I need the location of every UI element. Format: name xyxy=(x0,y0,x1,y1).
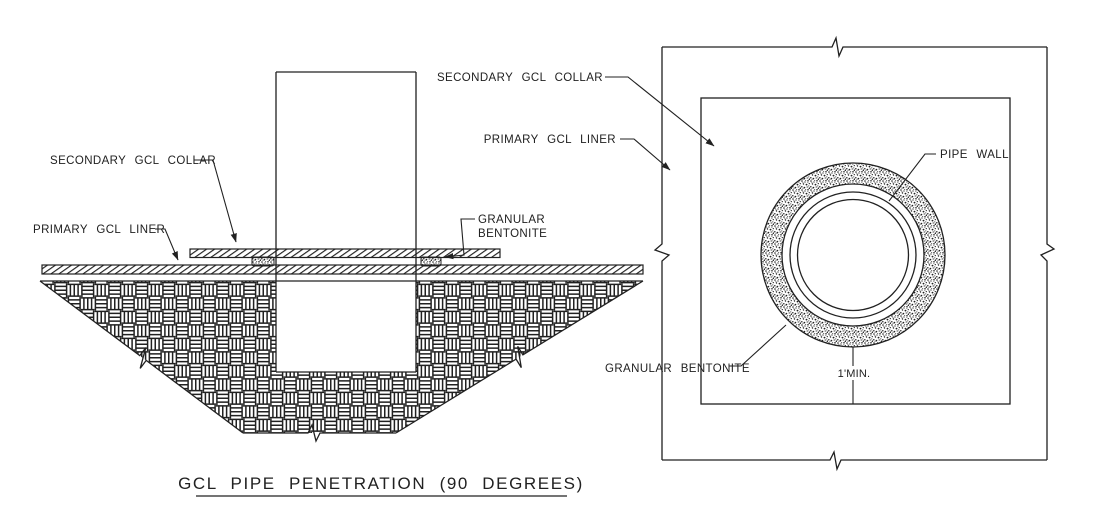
label-pipe-wall: PIPE WALL xyxy=(940,149,1009,161)
bentonite-blob-left xyxy=(251,256,275,267)
label-dimension-min: 1'MIN. xyxy=(838,368,871,380)
label-secondary-gcl-collar-plan: SECONDARY GCL COLLAR xyxy=(437,72,603,84)
bentonite-blob-right xyxy=(420,256,442,267)
label-primary-gcl-liner: PRIMARY GCL LINER xyxy=(33,224,165,236)
label-granular-bentonite-plan: GRANULAR BENTONITE xyxy=(605,363,750,375)
dimension-text-mask xyxy=(832,366,876,380)
label-secondary-gcl-collar: SECONDARY GCL COLLAR xyxy=(50,155,216,167)
label-granular-line1: GRANULAR xyxy=(478,214,545,226)
secondary-gcl-collar-strip xyxy=(189,248,501,259)
leader-primary-liner xyxy=(155,228,179,261)
detail-title: GCL PIPE PENETRATION (90 DEGREES) xyxy=(178,474,584,493)
label-granular-line2: BENTONITE xyxy=(478,228,547,240)
leader-granular-bentonite-plan xyxy=(729,324,787,367)
leader-primary-liner-plan xyxy=(620,138,671,171)
plan-view: 1'MIN. SECONDARY GCL COLLAR PRIMARY GCL … xyxy=(437,35,1056,472)
primary-gcl-liner-strip xyxy=(41,264,644,275)
pipe-wall-inner-circle xyxy=(796,198,910,312)
pipe-trench-hole xyxy=(276,281,416,372)
leader-secondary-collar xyxy=(194,159,237,243)
leader-granular-bentonite xyxy=(444,218,475,260)
bentonite-ring-inner-edge xyxy=(781,183,925,327)
section-view: SECONDARY GCL COLLAR PRIMARY GCL LINER G… xyxy=(33,71,644,497)
subgrade-outline xyxy=(39,280,644,443)
primary-liner-boundary xyxy=(653,35,1056,472)
pipe-outline xyxy=(275,71,417,373)
label-primary-gcl-liner-plan: PRIMARY GCL LINER xyxy=(484,134,616,146)
leader-secondary-collar-plan xyxy=(605,76,715,147)
leader-pipe-wall xyxy=(888,153,936,202)
